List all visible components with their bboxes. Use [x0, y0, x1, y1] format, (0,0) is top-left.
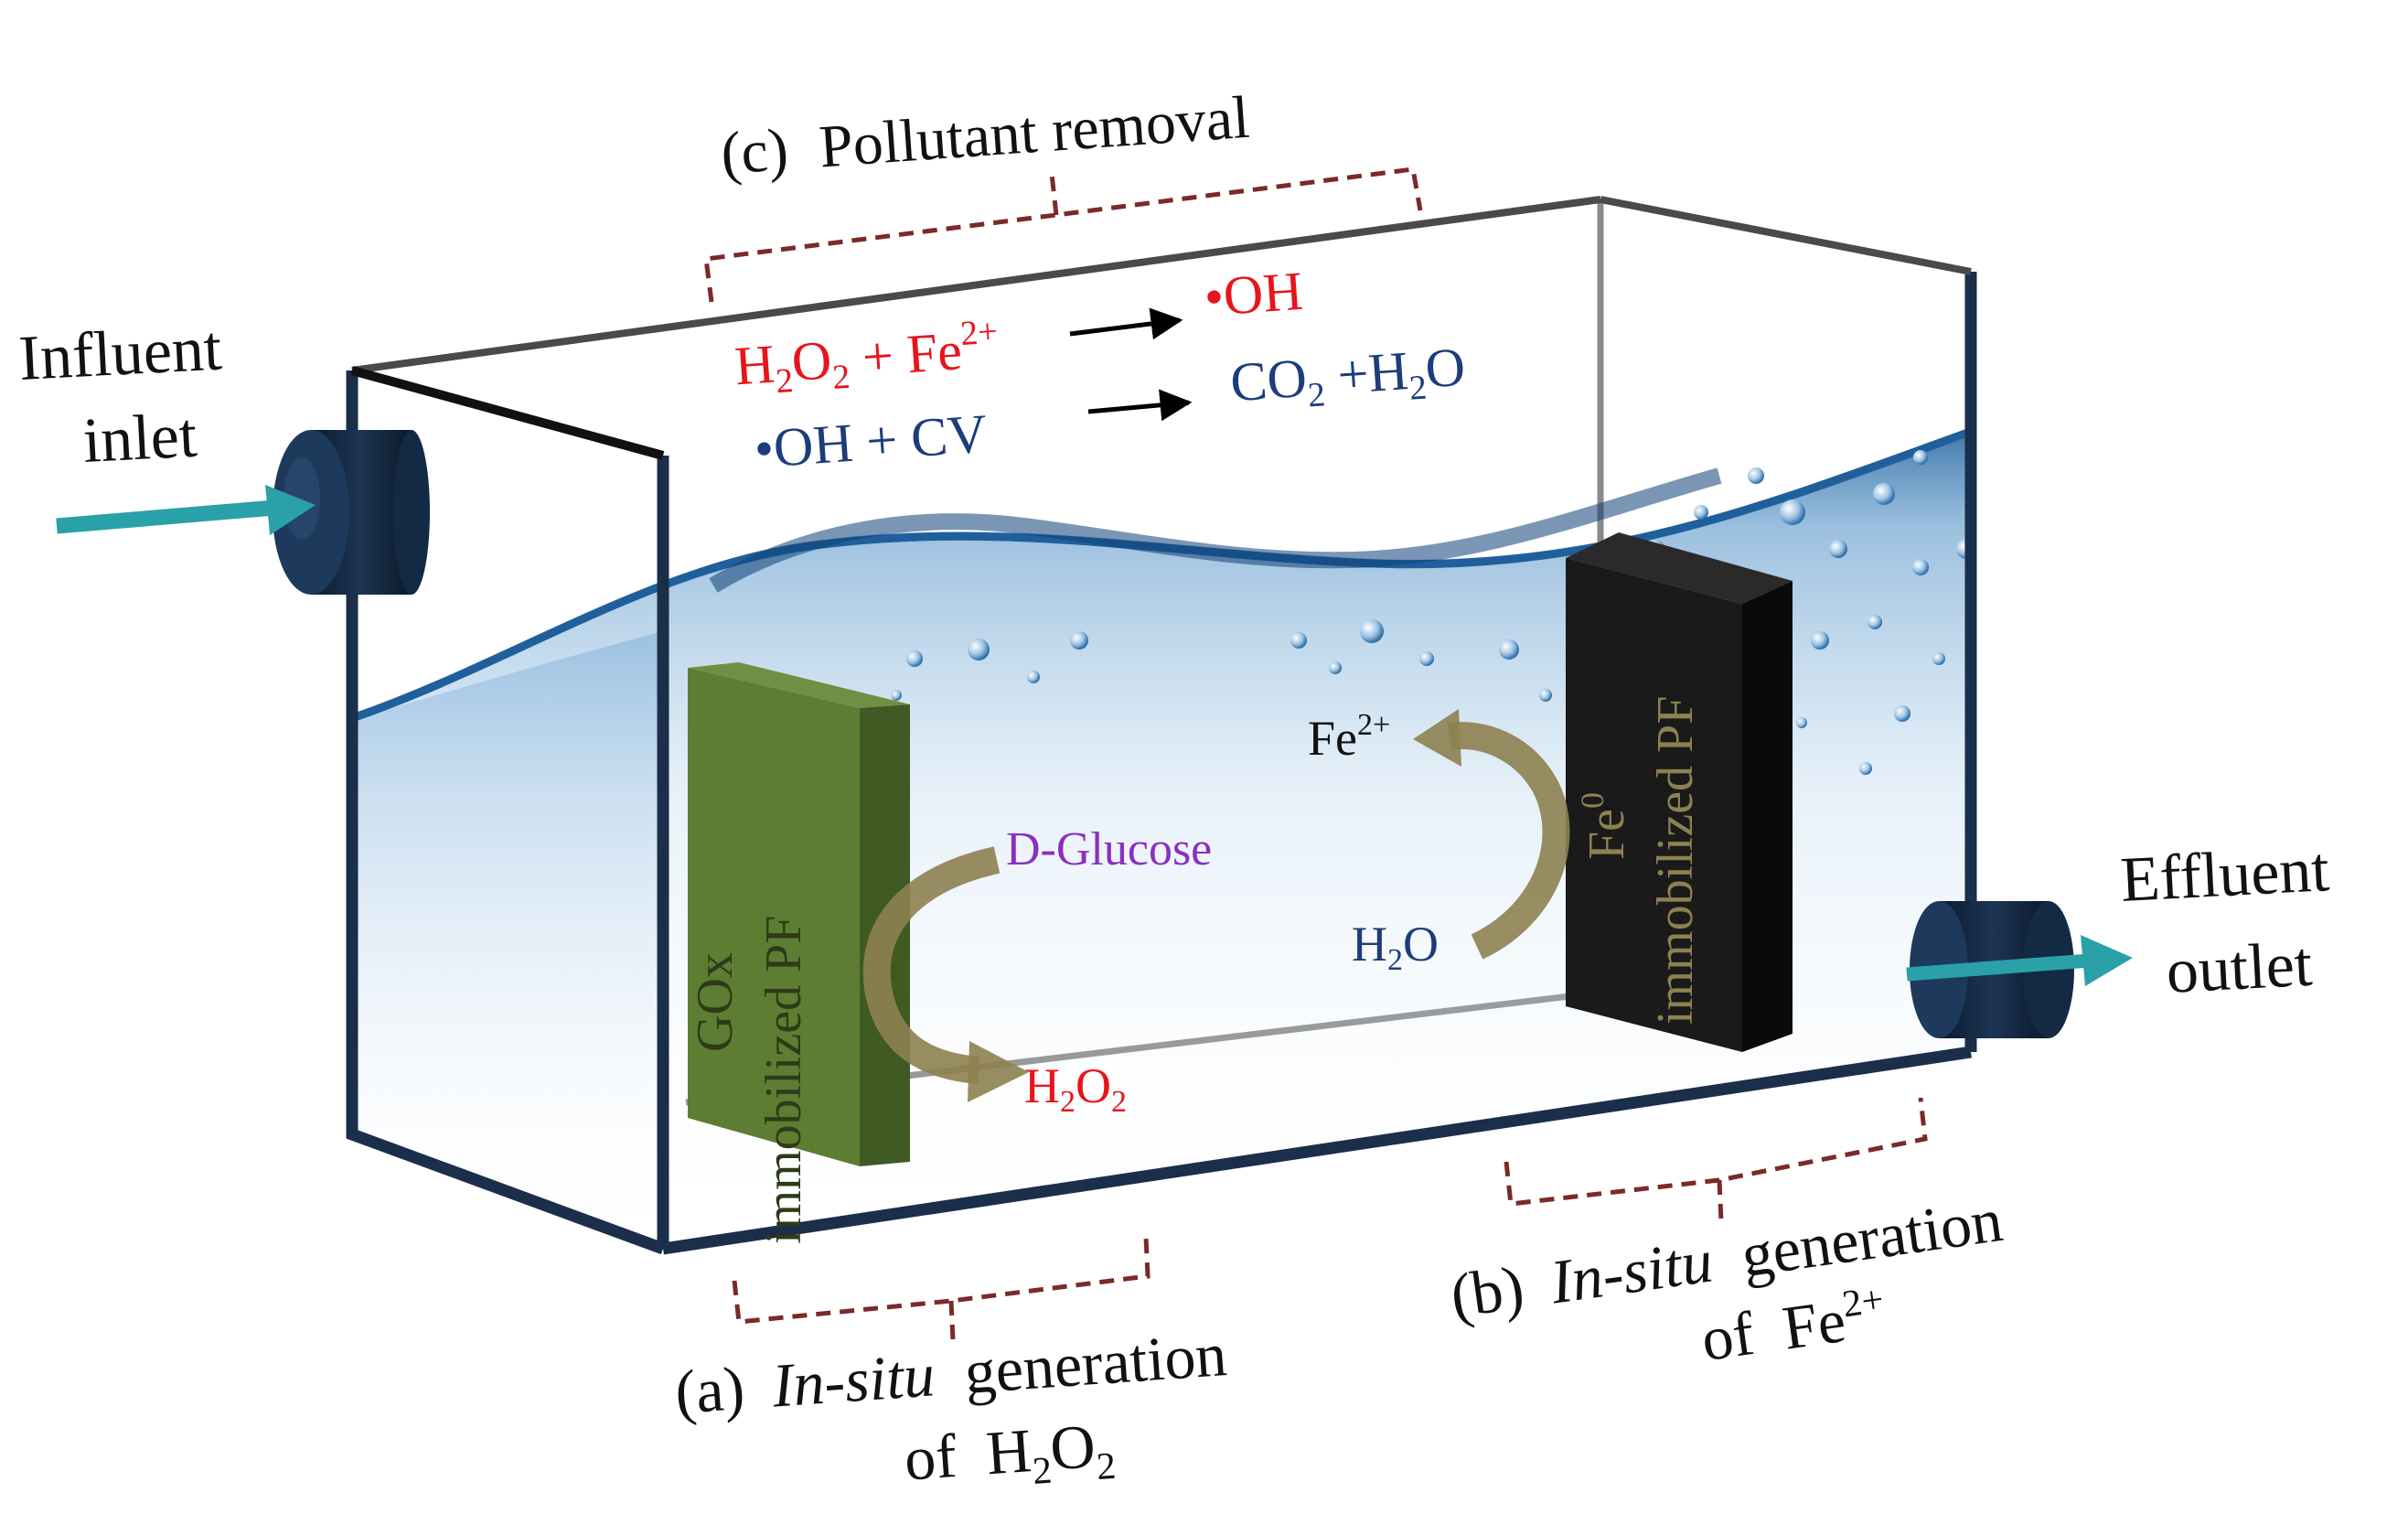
section-c-text: Pollutant removal	[817, 84, 1251, 181]
section-b-of: of	[1697, 1298, 1759, 1374]
water-surface-crest	[709, 467, 1722, 593]
fe-plate-line1: Fe0 Fe0	[1558, 778, 1635, 860]
reaction1-product: •OH •OH	[1203, 260, 1321, 328]
fe2-out-label: Fe2+ Fe2+	[1308, 691, 1405, 766]
section-b-italic: In-situ	[1546, 1226, 1717, 1317]
bracket-a	[732, 1236, 1150, 1341]
bracket-b	[1504, 1097, 1928, 1222]
glucose-label: D-Glucose	[1006, 823, 1212, 875]
bracket-c	[703, 166, 1423, 303]
h2o-to-fe2-arrow	[1413, 709, 1570, 960]
bubbles	[891, 450, 1976, 775]
section-b-line2: of Fe2+ Fe2+	[1694, 1253, 1908, 1374]
inlet-port	[273, 430, 430, 595]
fe-plate-line2: immobilized PF	[1647, 696, 1704, 1025]
section-b-formula-data: Fe2+	[1900, 1308, 1903, 1310]
h2o-in-data: H2O	[1451, 960, 1453, 961]
reaction2-reactants: •OH + CV •OH + CV	[753, 402, 1006, 479]
reaction2-reactants-data: •OH + CV	[1001, 449, 1005, 451]
reaction-arrows	[1069, 307, 1193, 422]
reaction1-product-data: •OH	[1318, 306, 1320, 308]
section-a-tag: (a)	[673, 1353, 747, 1427]
section-c-tag: (c)	[719, 116, 790, 188]
reaction2-product-data: CO2 + H2O	[1480, 382, 1484, 384]
gox-plate-line2: immobilized PF	[755, 916, 812, 1244]
h2o2-out-label: H2O2 H2O2	[1024, 1058, 1141, 1122]
effluent-arrow	[1906, 935, 2133, 986]
section-c-title: (c) Pollutant removal	[719, 84, 1252, 188]
tank-front-frame	[346, 272, 1977, 1255]
section-b-rest: generation	[1737, 1185, 2007, 1290]
water-side	[352, 631, 663, 1244]
section-a-italic: In-situ	[769, 1339, 936, 1420]
influent-arrow	[56, 485, 316, 535]
section-b-tag: (b)	[1447, 1252, 1528, 1331]
influent-label-line1: Influent	[17, 313, 224, 394]
section-a-line2: of H2O2 H2O2	[902, 1408, 1135, 1506]
section-a-rest: generation	[962, 1319, 1229, 1407]
glucose-to-h2o2-arrow	[862, 846, 1029, 1102]
reaction1-reactants-data: H2O2 + Fe2+	[1011, 340, 1017, 342]
fe-plate	[1566, 532, 1793, 1052]
effluent-label-line2: outlet	[2165, 929, 2315, 1007]
section-a-of: of	[902, 1421, 958, 1494]
effluent-label-line1: Effluent	[2119, 834, 2331, 916]
influent-label-line2: inlet	[81, 401, 199, 477]
tank-top-frame	[350, 196, 1972, 460]
gox-plate-line1: GOx	[687, 952, 744, 1052]
section-a-formula-data: H2O2	[1132, 1476, 1135, 1477]
reaction2-product: CO2 +H2O CO2 + H2O	[1228, 335, 1486, 420]
reaction1-reactants: H2O2 + Fe2+ H2O2 + Fe2+	[732, 293, 1021, 403]
h2o-in-label: H2O H2O	[1352, 917, 1453, 977]
